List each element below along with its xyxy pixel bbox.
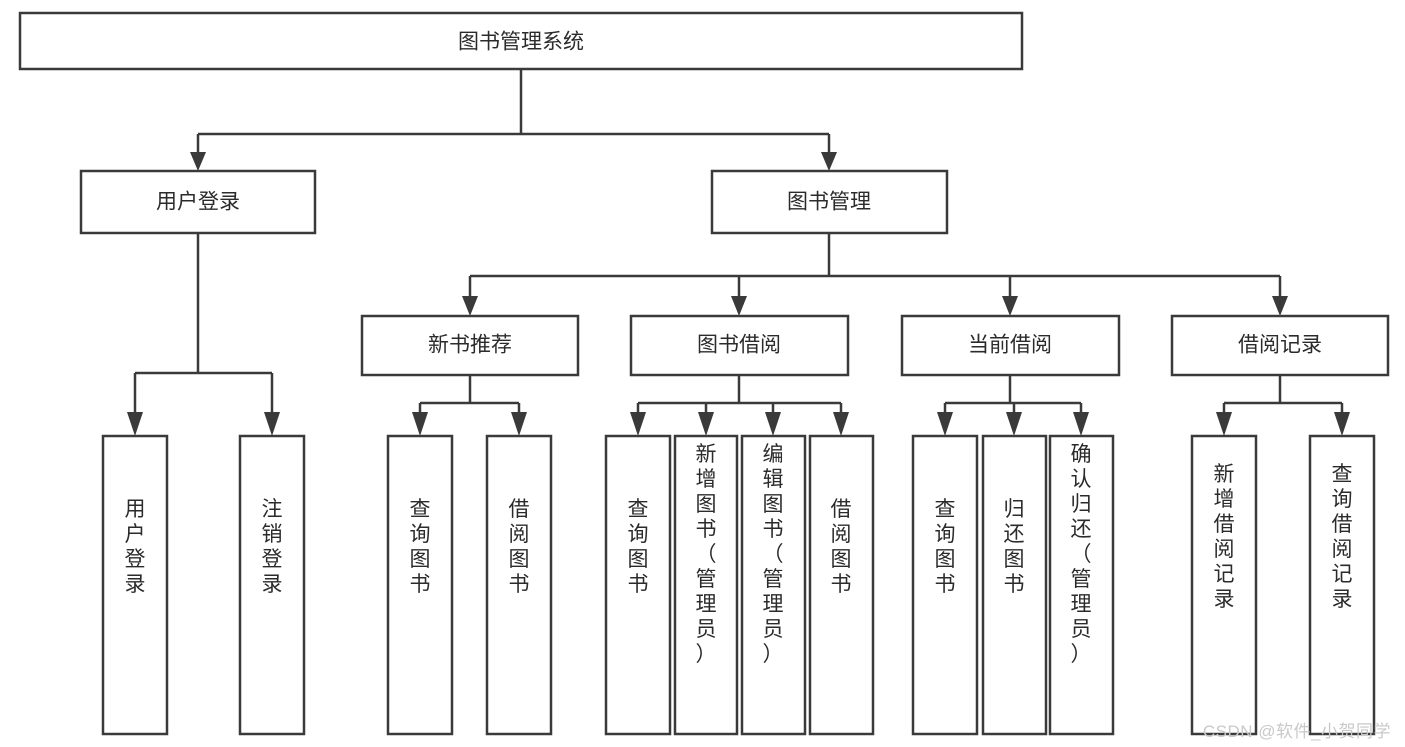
node-root-label: 图书管理系统 [458, 31, 584, 54]
node-leaf-logout-label: 注销登录 [262, 498, 283, 596]
node-leaf-user-login-box[interactable] [101, 434, 169, 736]
node-leaf-return-book-box[interactable] [981, 434, 1048, 736]
node-leaf-confirm-return-label: 确认归还（管理员） [1071, 443, 1092, 666]
node-leaf-confirm-return[interactable]: 确认归还（管理员） [1048, 434, 1115, 736]
arrow-head-leaf-confirm-return [1073, 412, 1089, 436]
node-leaf-logout[interactable]: 注销登录 [238, 434, 306, 736]
node-leaf-edit-book-label: 编辑图书（管理员） [763, 443, 784, 666]
node-leaf-borrow-book-2-label: 借阅图书 [831, 498, 852, 596]
node-book-management[interactable]: 图书管理 [710, 169, 949, 235]
arrow-head-leaf-add-record [1216, 412, 1232, 436]
node-leaf-add-book[interactable]: 新增图书（管理员） [673, 434, 739, 736]
node-book-borrow[interactable]: 图书借阅 [629, 314, 850, 377]
arrow-head-new-book [462, 296, 478, 316]
node-borrow-record-box[interactable] [1170, 314, 1390, 377]
arrow-head-leaf-query-book-2 [630, 412, 646, 436]
connector-layer [127, 69, 1350, 436]
arrow-head-leaf-add-book [698, 412, 714, 436]
node-leaf-query-book-3[interactable]: 查询图书 [911, 434, 979, 736]
arrow-head-leaf-user-login [127, 412, 143, 436]
node-leaf-query-book-1[interactable]: 查询图书 [386, 434, 454, 736]
arrow-head-leaf-query-book-1 [412, 412, 428, 436]
node-leaf-user-login[interactable]: 用户登录 [101, 434, 169, 736]
node-leaf-query-record[interactable]: 查询借阅记录 [1308, 434, 1376, 736]
node-leaf-logout-box[interactable] [238, 434, 306, 736]
node-new-book-recommend-box[interactable] [360, 314, 580, 377]
arrow-head-leaf-borrow-book-1 [511, 412, 527, 436]
arrow-head-leaf-borrow-book-2 [833, 412, 849, 436]
node-user-login-box[interactable] [79, 169, 317, 235]
node-book-borrow-label: 图书借阅 [697, 334, 781, 357]
node-borrow-record-label: 借阅记录 [1238, 334, 1322, 357]
node-leaf-borrow-book-1-box[interactable] [485, 434, 553, 736]
node-current-borrow-label: 当前借阅 [968, 334, 1052, 357]
arrow-head-current-borrow [1002, 296, 1018, 316]
node-leaf-borrow-book-2[interactable]: 借阅图书 [808, 434, 875, 736]
arrow-head-leaf-logout [264, 412, 280, 436]
node-root[interactable]: 图书管理系统 [18, 11, 1024, 71]
arrow-head-leaf-query-record [1334, 412, 1350, 436]
node-leaf-borrow-book-1[interactable]: 借阅图书 [485, 434, 553, 736]
node-leaf-edit-book-box[interactable] [740, 434, 807, 736]
node-leaf-borrow-book-1-label: 借阅图书 [509, 498, 530, 596]
node-leaf-add-record[interactable]: 新增借阅记录 [1190, 434, 1258, 736]
node-leaf-query-book-1-label: 查询图书 [410, 498, 431, 596]
node-leaf-query-record-label: 查询借阅记录 [1332, 463, 1353, 611]
node-leaf-confirm-return-box[interactable] [1048, 434, 1115, 736]
node-leaf-add-book-box[interactable] [673, 434, 739, 736]
node-leaf-edit-book[interactable]: 编辑图书（管理员） [740, 434, 807, 736]
node-leaf-query-book-3-label: 查询图书 [935, 498, 956, 596]
node-new-book-recommend-label: 新书推荐 [428, 334, 512, 357]
node-current-borrow[interactable]: 当前借阅 [900, 314, 1121, 377]
node-book-borrow-box[interactable] [629, 314, 850, 377]
arrow-head-book-mgmt [821, 152, 837, 171]
node-book-management-label: 图书管理 [787, 191, 871, 214]
node-leaf-query-record-box[interactable] [1308, 434, 1376, 736]
node-leaf-query-book-2-label: 查询图书 [628, 498, 649, 596]
arrow-head-user-login [190, 152, 206, 171]
node-leaf-add-book-label: 新增图书（管理员） [696, 443, 717, 666]
node-leaf-add-record-box[interactable] [1190, 434, 1258, 736]
node-user-login[interactable]: 用户登录 [79, 169, 317, 235]
arrow-head-borrow-book [731, 296, 747, 316]
node-leaf-query-book-1-box[interactable] [386, 434, 454, 736]
node-leaf-add-record-label: 新增借阅记录 [1214, 463, 1235, 611]
node-user-login-label: 用户登录 [156, 191, 240, 214]
arrow-head-leaf-return-book [1006, 412, 1022, 436]
node-borrow-record[interactable]: 借阅记录 [1170, 314, 1390, 377]
node-leaf-query-book-2[interactable]: 查询图书 [604, 434, 672, 736]
arrow-head-leaf-query-book-3 [937, 412, 953, 436]
node-leaf-query-book-2-box[interactable] [604, 434, 672, 736]
node-leaf-user-login-label: 用户登录 [125, 498, 146, 596]
node-leaf-query-book-3-box[interactable] [911, 434, 979, 736]
node-leaf-borrow-book-2-box[interactable] [808, 434, 875, 736]
node-leaf-return-book[interactable]: 归还图书 [981, 434, 1048, 736]
node-current-borrow-box[interactable] [900, 314, 1121, 377]
arrow-head-borrow-record [1272, 296, 1288, 316]
node-book-management-box[interactable] [710, 169, 949, 235]
node-new-book-recommend[interactable]: 新书推荐 [360, 314, 580, 377]
watermark-label: CSDN @软件_小贺同学 [1202, 722, 1391, 741]
arrow-head-leaf-edit-book [765, 412, 781, 436]
node-root-box[interactable] [18, 11, 1024, 71]
node-leaf-return-book-label: 归还图书 [1004, 498, 1025, 596]
